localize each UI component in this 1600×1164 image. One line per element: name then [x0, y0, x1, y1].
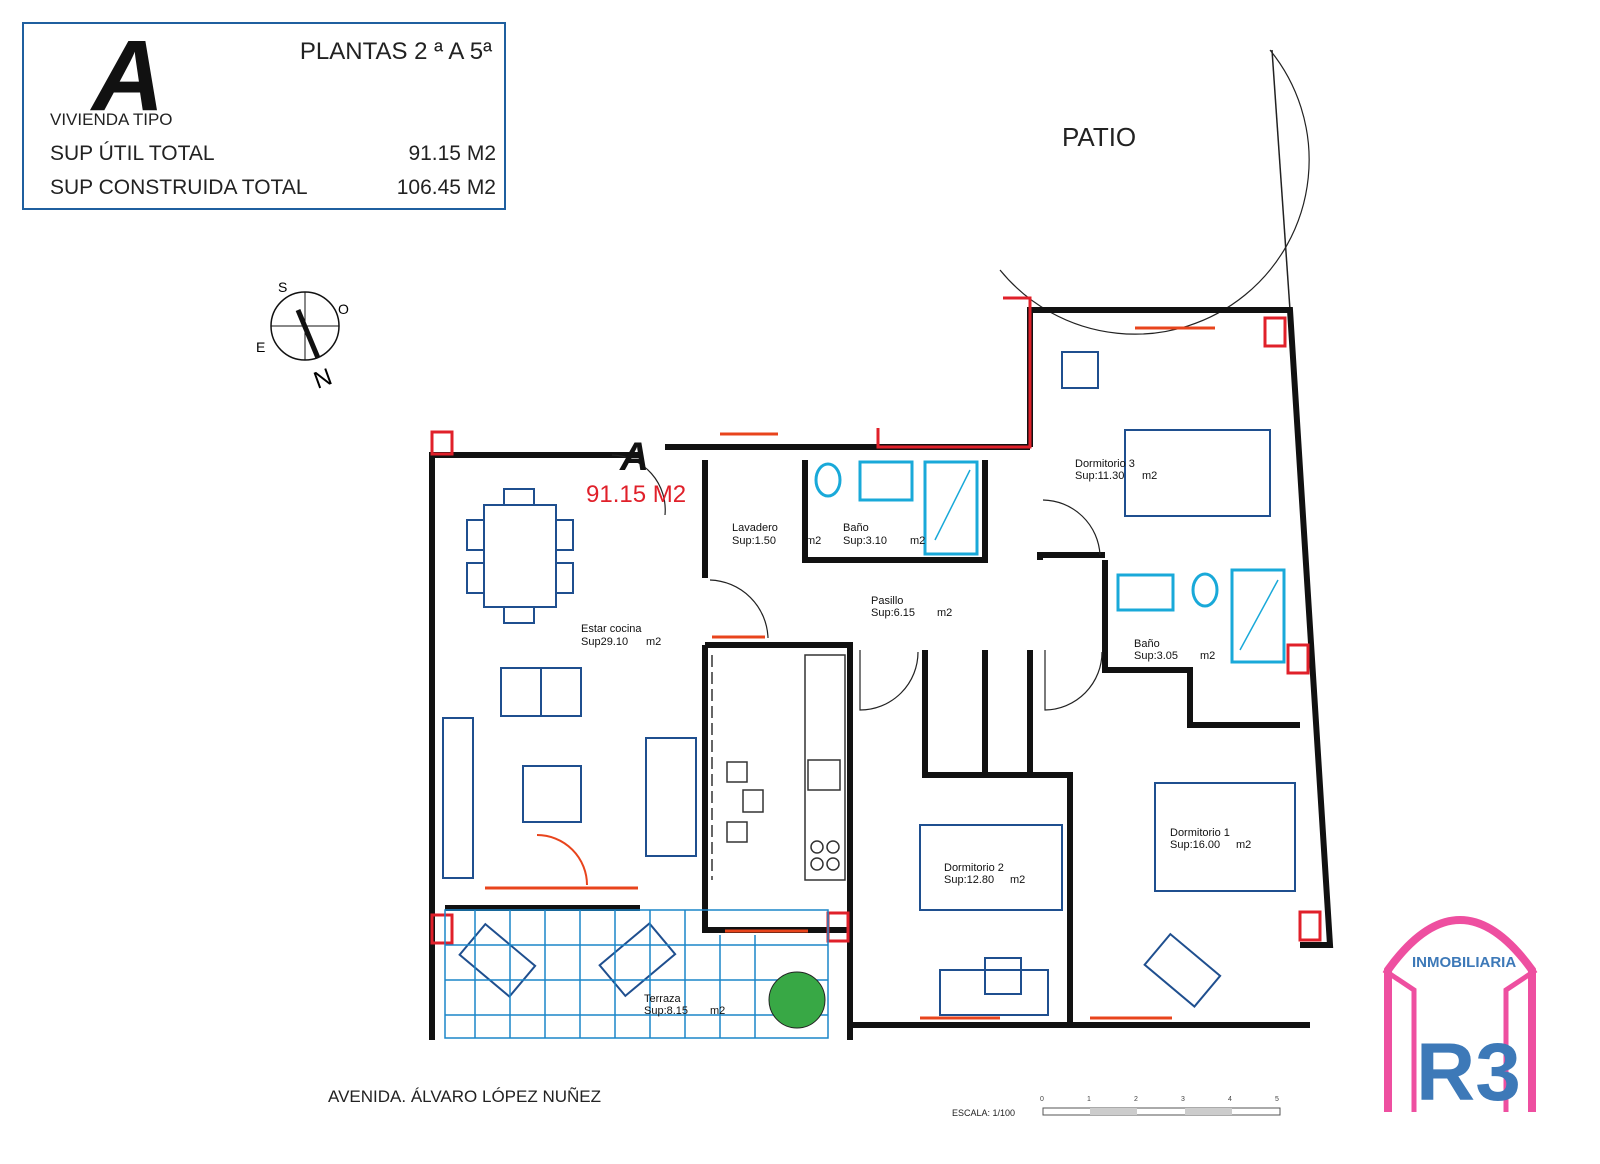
room-unit: m2: [1142, 470, 1157, 482]
room-area: Sup:8.15: [644, 1005, 688, 1017]
room-area: Sup:6.15: [871, 607, 915, 619]
room-area: Sup:3.05: [1134, 650, 1178, 662]
room-name: Estar cocina: [581, 623, 642, 635]
patio-boundary: [1271, 49, 1291, 311]
room-unit: m2: [1200, 650, 1215, 662]
compass-e: E: [256, 339, 265, 355]
useful-area-label: SUP ÚTIL TOTAL: [50, 142, 215, 165]
useful-area-row: SUP ÚTIL TOTAL 91.15 M2: [50, 142, 496, 166]
scale-tick: 5: [1275, 1096, 1279, 1103]
street-label: AVENIDA. ÁLVARO LÓPEZ NUÑEZ: [328, 1087, 601, 1106]
room-area: Sup:16.00: [1170, 839, 1220, 851]
room-area: Sup:11.30: [1075, 470, 1124, 482]
unit-marker-area: 91.15 M2: [586, 481, 686, 508]
plant-icon: [768, 971, 826, 1029]
kitchen-counter: [711, 654, 846, 881]
scale-tick: 3: [1181, 1096, 1185, 1103]
room-unit: m2: [646, 636, 661, 648]
furniture: [442, 351, 1296, 1016]
inmobiliaria-r3-logo: INMOBILIARIA R3: [1382, 916, 1538, 1118]
room-name: Lavadero: [732, 522, 778, 534]
terrace-tiles: [444, 909, 829, 1039]
scale-tick: 4: [1228, 1096, 1232, 1103]
room-unit: m2: [806, 535, 821, 547]
compass-icon: S O E N: [256, 279, 349, 395]
scale-bar: ESCALA: 1/100 0 1 2 3 4 5: [952, 1096, 1281, 1118]
logo-mark: R3: [1416, 1027, 1521, 1118]
unit-marker-letter: A: [619, 435, 649, 479]
room-name: Pasillo: [871, 595, 903, 607]
room-unit: m2: [937, 607, 952, 619]
room-unit: m2: [1010, 874, 1025, 886]
scale-tick: 1: [1087, 1096, 1091, 1103]
room-name: Baño: [843, 522, 869, 534]
dwelling-type-label: VIVIENDA TIPO: [50, 110, 173, 129]
scale-tick: 2: [1134, 1096, 1138, 1103]
room-area: Sup:1.50: [732, 535, 776, 547]
room-unit: m2: [910, 535, 925, 547]
logo-text: INMOBILIARIA: [1412, 954, 1516, 971]
sanitary-fixtures: [814, 460, 1286, 664]
dwelling-info-box: A PLANTAS 2 ª A 5ª VIVIENDA TIPO SUP ÚTI…: [22, 22, 506, 210]
type-letter: A: [92, 20, 165, 132]
room-name: Dormitorio 2: [944, 862, 1004, 874]
patio-arc: [999, 49, 1310, 335]
built-area-value: 106.45 M2: [396, 176, 496, 199]
built-area-row: SUP CONSTRUIDA TOTAL 106.45 M2: [50, 176, 496, 200]
patio-label: PATIO: [1062, 122, 1136, 152]
room-unit: m2: [1236, 839, 1251, 851]
room-name: Baño: [1134, 638, 1160, 650]
room-name: Dormitorio 1: [1170, 827, 1230, 839]
floors-label: PLANTAS 2 ª A 5ª: [299, 38, 492, 65]
compass-n: N: [310, 363, 336, 394]
room-area: Sup29.10: [581, 636, 628, 648]
scale-tick: 0: [1040, 1096, 1044, 1103]
scale-label: ESCALA: 1/100: [952, 1108, 1015, 1118]
room-labels: Lavadero Sup:1.50 m2 Baño Sup:3.10 m2 Do…: [581, 458, 1251, 1017]
room-name: Dormitorio 3: [1075, 458, 1135, 470]
door-swings: [536, 454, 1103, 886]
room-unit: m2: [710, 1005, 725, 1017]
walls: [429, 307, 1334, 1040]
room-area: Sup:3.10: [843, 535, 887, 547]
built-area-label: SUP CONSTRUIDA TOTAL: [50, 176, 308, 199]
compass-o: O: [338, 301, 349, 317]
compass-s: S: [278, 279, 287, 295]
room-area: Sup:12.80: [944, 874, 994, 886]
room-name: Terraza: [644, 993, 682, 1005]
windows: [485, 326, 1215, 1020]
useful-area-value: 91.15 M2: [408, 142, 496, 165]
